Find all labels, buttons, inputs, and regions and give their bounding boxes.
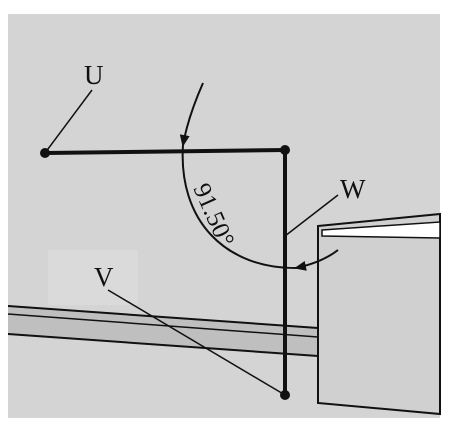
leader-w: [284, 194, 339, 237]
leader-v: [107, 289, 286, 396]
point-w-label: W: [340, 174, 366, 204]
background-light-patch: [48, 250, 138, 305]
angle-arc: [179, 82, 339, 271]
leader-u: [44, 89, 93, 154]
horizontal-member: [44, 148, 286, 155]
point-v-label: V: [94, 262, 114, 292]
point-u-label: U: [84, 60, 104, 90]
sloped-bar: [7, 305, 319, 357]
right-block: [317, 212, 441, 416]
point-w-top-dot: [280, 145, 290, 155]
